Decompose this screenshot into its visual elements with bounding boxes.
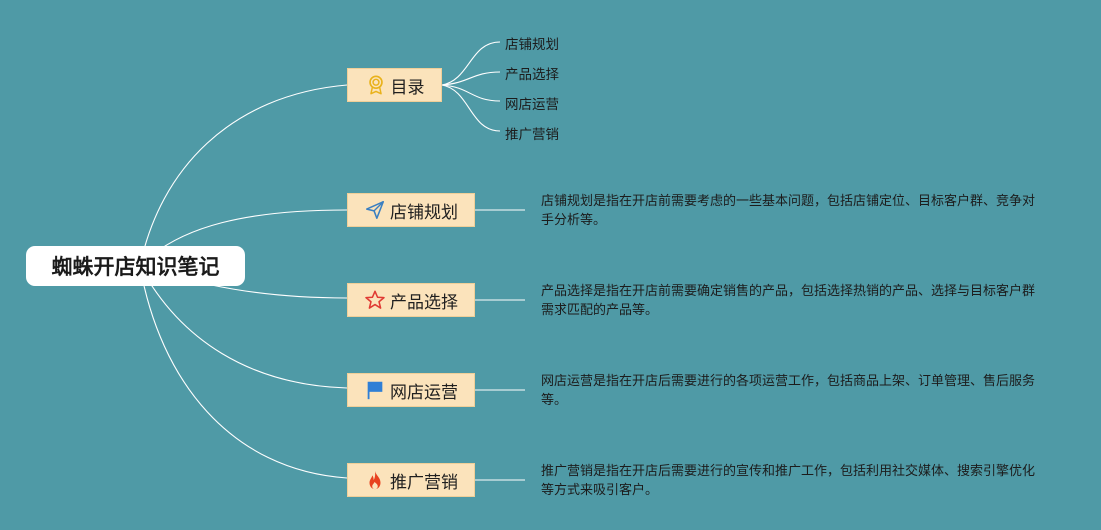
branch-node-label: 店铺规划: [390, 202, 458, 223]
note-planning: 店铺规划是指在开店前需要考虑的一些基本问题，包括店铺定位、目标客户群、竞争对手分…: [541, 194, 1036, 228]
branch-node-label: 目录: [390, 77, 425, 98]
branch-node-operation[interactable]: 网店运营: [347, 373, 475, 407]
note-product: 产品选择是指在开店前需要确定销售的产品，包括选择热销的产品、选择与目标客户群需求…: [541, 284, 1036, 318]
fire-icon: [364, 469, 386, 491]
branch-node-product[interactable]: 产品选择: [347, 283, 475, 317]
connector-root-catalog: [139, 84, 348, 267]
connector-catalog-child-3: [441, 84, 501, 102]
connector-root-operation: [139, 265, 348, 389]
branch-node-marketing[interactable]: 推广营销: [347, 463, 475, 497]
connector-catalog-child-4: [441, 84, 501, 132]
note-marketing: 推广营销是指在开店后需要进行的宣传和推广工作，包括利用社交媒体、搜索引擎优化等方…: [541, 464, 1036, 498]
award-ribbon-icon: [365, 74, 387, 96]
catalog-item-operation[interactable]: 网店运营: [505, 97, 559, 113]
catalog-item-planning[interactable]: 店铺规划: [505, 37, 559, 53]
branch-node-catalog[interactable]: 目录: [347, 68, 442, 102]
root-node-label: 蜘蛛开店知识笔记: [51, 255, 220, 279]
star-icon: [364, 289, 386, 311]
flag-icon: [364, 379, 386, 401]
connector-root-marketing: [139, 265, 348, 479]
branch-node-planning[interactable]: 店铺规划: [347, 193, 475, 227]
branch-node-label: 产品选择: [390, 292, 458, 313]
branch-node-label: 网店运营: [390, 382, 458, 403]
paper-plane-icon: [364, 199, 386, 221]
root-node[interactable]: 蜘蛛开店知识笔记: [26, 246, 245, 286]
branch-node-label: 推广营销: [390, 472, 458, 493]
connector-catalog-child-2: [441, 71, 501, 86]
catalog-item-marketing[interactable]: 推广营销: [505, 127, 559, 143]
connector-catalog-child-1: [441, 41, 501, 86]
catalog-item-product[interactable]: 产品选择: [505, 67, 559, 83]
note-operation: 网店运营是指在开店后需要进行的各项运营工作，包括商品上架、订单管理、售后服务等。: [541, 374, 1036, 408]
